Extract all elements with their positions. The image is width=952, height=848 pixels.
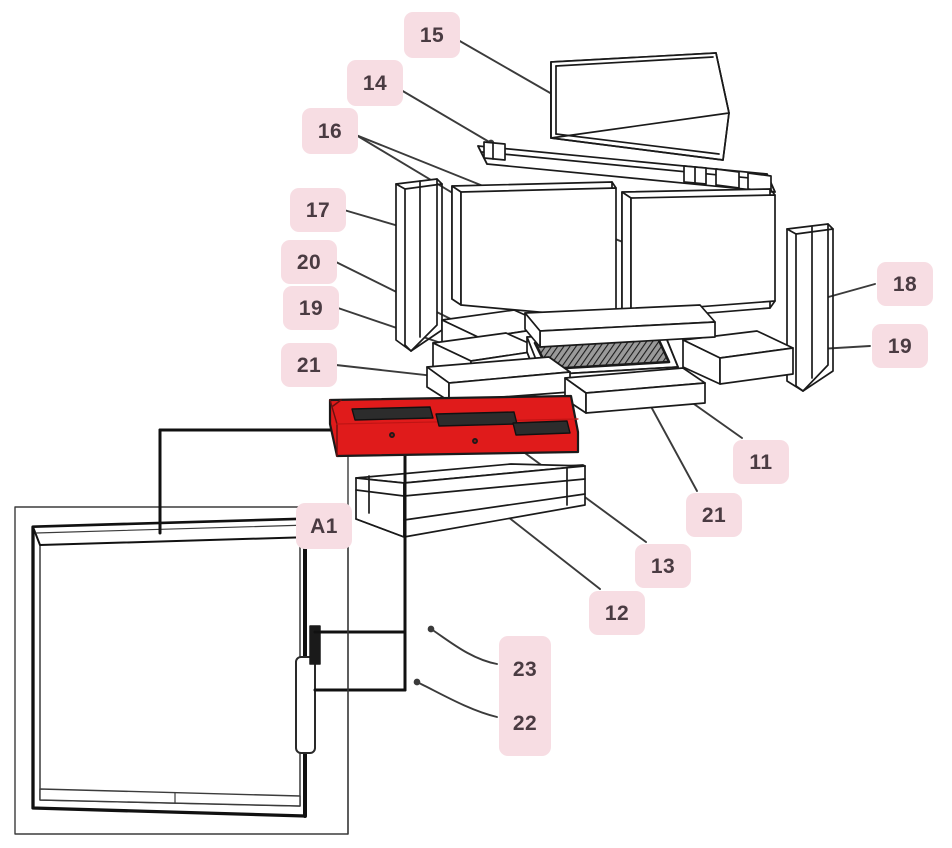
callout-21-right[interactable]: 21	[686, 493, 742, 537]
part-13-front-slotted-bar-highlighted	[328, 394, 580, 458]
part-17-left-side-lining	[395, 178, 443, 352]
callout-22[interactable]: 22	[512, 711, 538, 735]
callout-19-left[interactable]: 19	[283, 286, 339, 330]
part-14-upper-rail-bar	[477, 141, 776, 193]
part-16-rear-lining-panel-right	[621, 188, 776, 321]
callout-13[interactable]: 13	[635, 544, 691, 588]
part-19-base-firebrick-right	[682, 330, 794, 385]
callout-group-23-22[interactable]: 23 22	[499, 636, 551, 756]
callout-18[interactable]: 18	[877, 262, 933, 306]
callout-20[interactable]: 20	[281, 240, 337, 284]
callout-15[interactable]: 15	[404, 12, 460, 58]
callout-11[interactable]: 11	[733, 440, 789, 484]
callout-12[interactable]: 12	[589, 591, 645, 635]
part-rear-base-ledge	[524, 304, 716, 348]
callout-23[interactable]: 23	[512, 657, 538, 681]
part-16-rear-lining-panel-left	[451, 181, 617, 320]
part-15-top-baffle-plate	[550, 52, 730, 161]
callout-14[interactable]: 14	[347, 60, 403, 106]
callout-19-right[interactable]: 19	[872, 324, 928, 368]
part-21-front-base-brick-right	[564, 367, 706, 414]
callout-21-left[interactable]: 21	[281, 343, 337, 387]
callout-16[interactable]: 16	[302, 108, 358, 154]
callout-17[interactable]: 17	[290, 188, 346, 232]
part-18-right-side-lining	[786, 223, 834, 392]
part-21-front-base-brick-left	[426, 356, 571, 402]
part-A1-door-assembly	[14, 428, 407, 835]
part-12-ash-pan-drawer	[355, 463, 586, 538]
callout-A1[interactable]: A1	[296, 503, 352, 549]
